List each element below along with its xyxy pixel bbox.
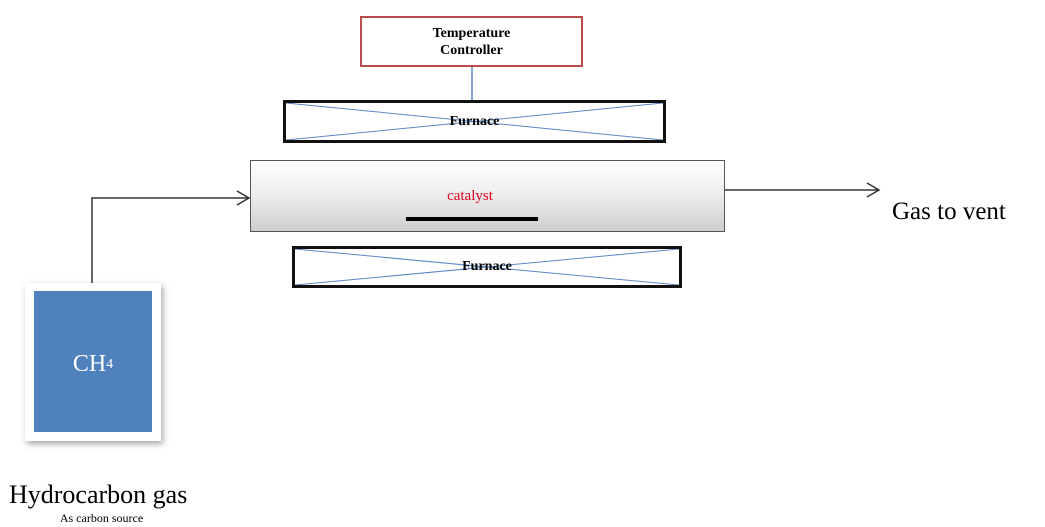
furnace-bottom: Furnace: [292, 246, 682, 288]
controller-label-line2: Controller: [440, 42, 503, 58]
outlet-arrowhead: [866, 182, 881, 198]
controller-label-line1: Temperature: [432, 25, 511, 41]
catalyst-label: catalyst: [447, 188, 493, 204]
temperature-controller-box: Temperature Controller: [360, 16, 583, 67]
furnace-bottom-cross: [294, 248, 680, 286]
furnace-top-label: Furnace: [449, 113, 500, 129]
inlet-arrow: [91, 197, 248, 283]
furnace-bottom-label: Furnace: [462, 259, 512, 274]
gas-to-vent-label: Gas to vent: [892, 198, 1006, 225]
carbon-source-caption: As carbon source: [59, 511, 144, 525]
inlet-arrowhead: [236, 190, 251, 206]
hydrocarbon-gas-label: Hydrocarbon gas: [9, 480, 188, 509]
furnace-top-cross: [285, 102, 664, 141]
tank-formula: CH: [72, 351, 107, 377]
catalyst-bed: [406, 217, 538, 221]
furnace-top: Furnace: [283, 100, 666, 143]
tank-formula-subscript: 4: [106, 356, 114, 372]
